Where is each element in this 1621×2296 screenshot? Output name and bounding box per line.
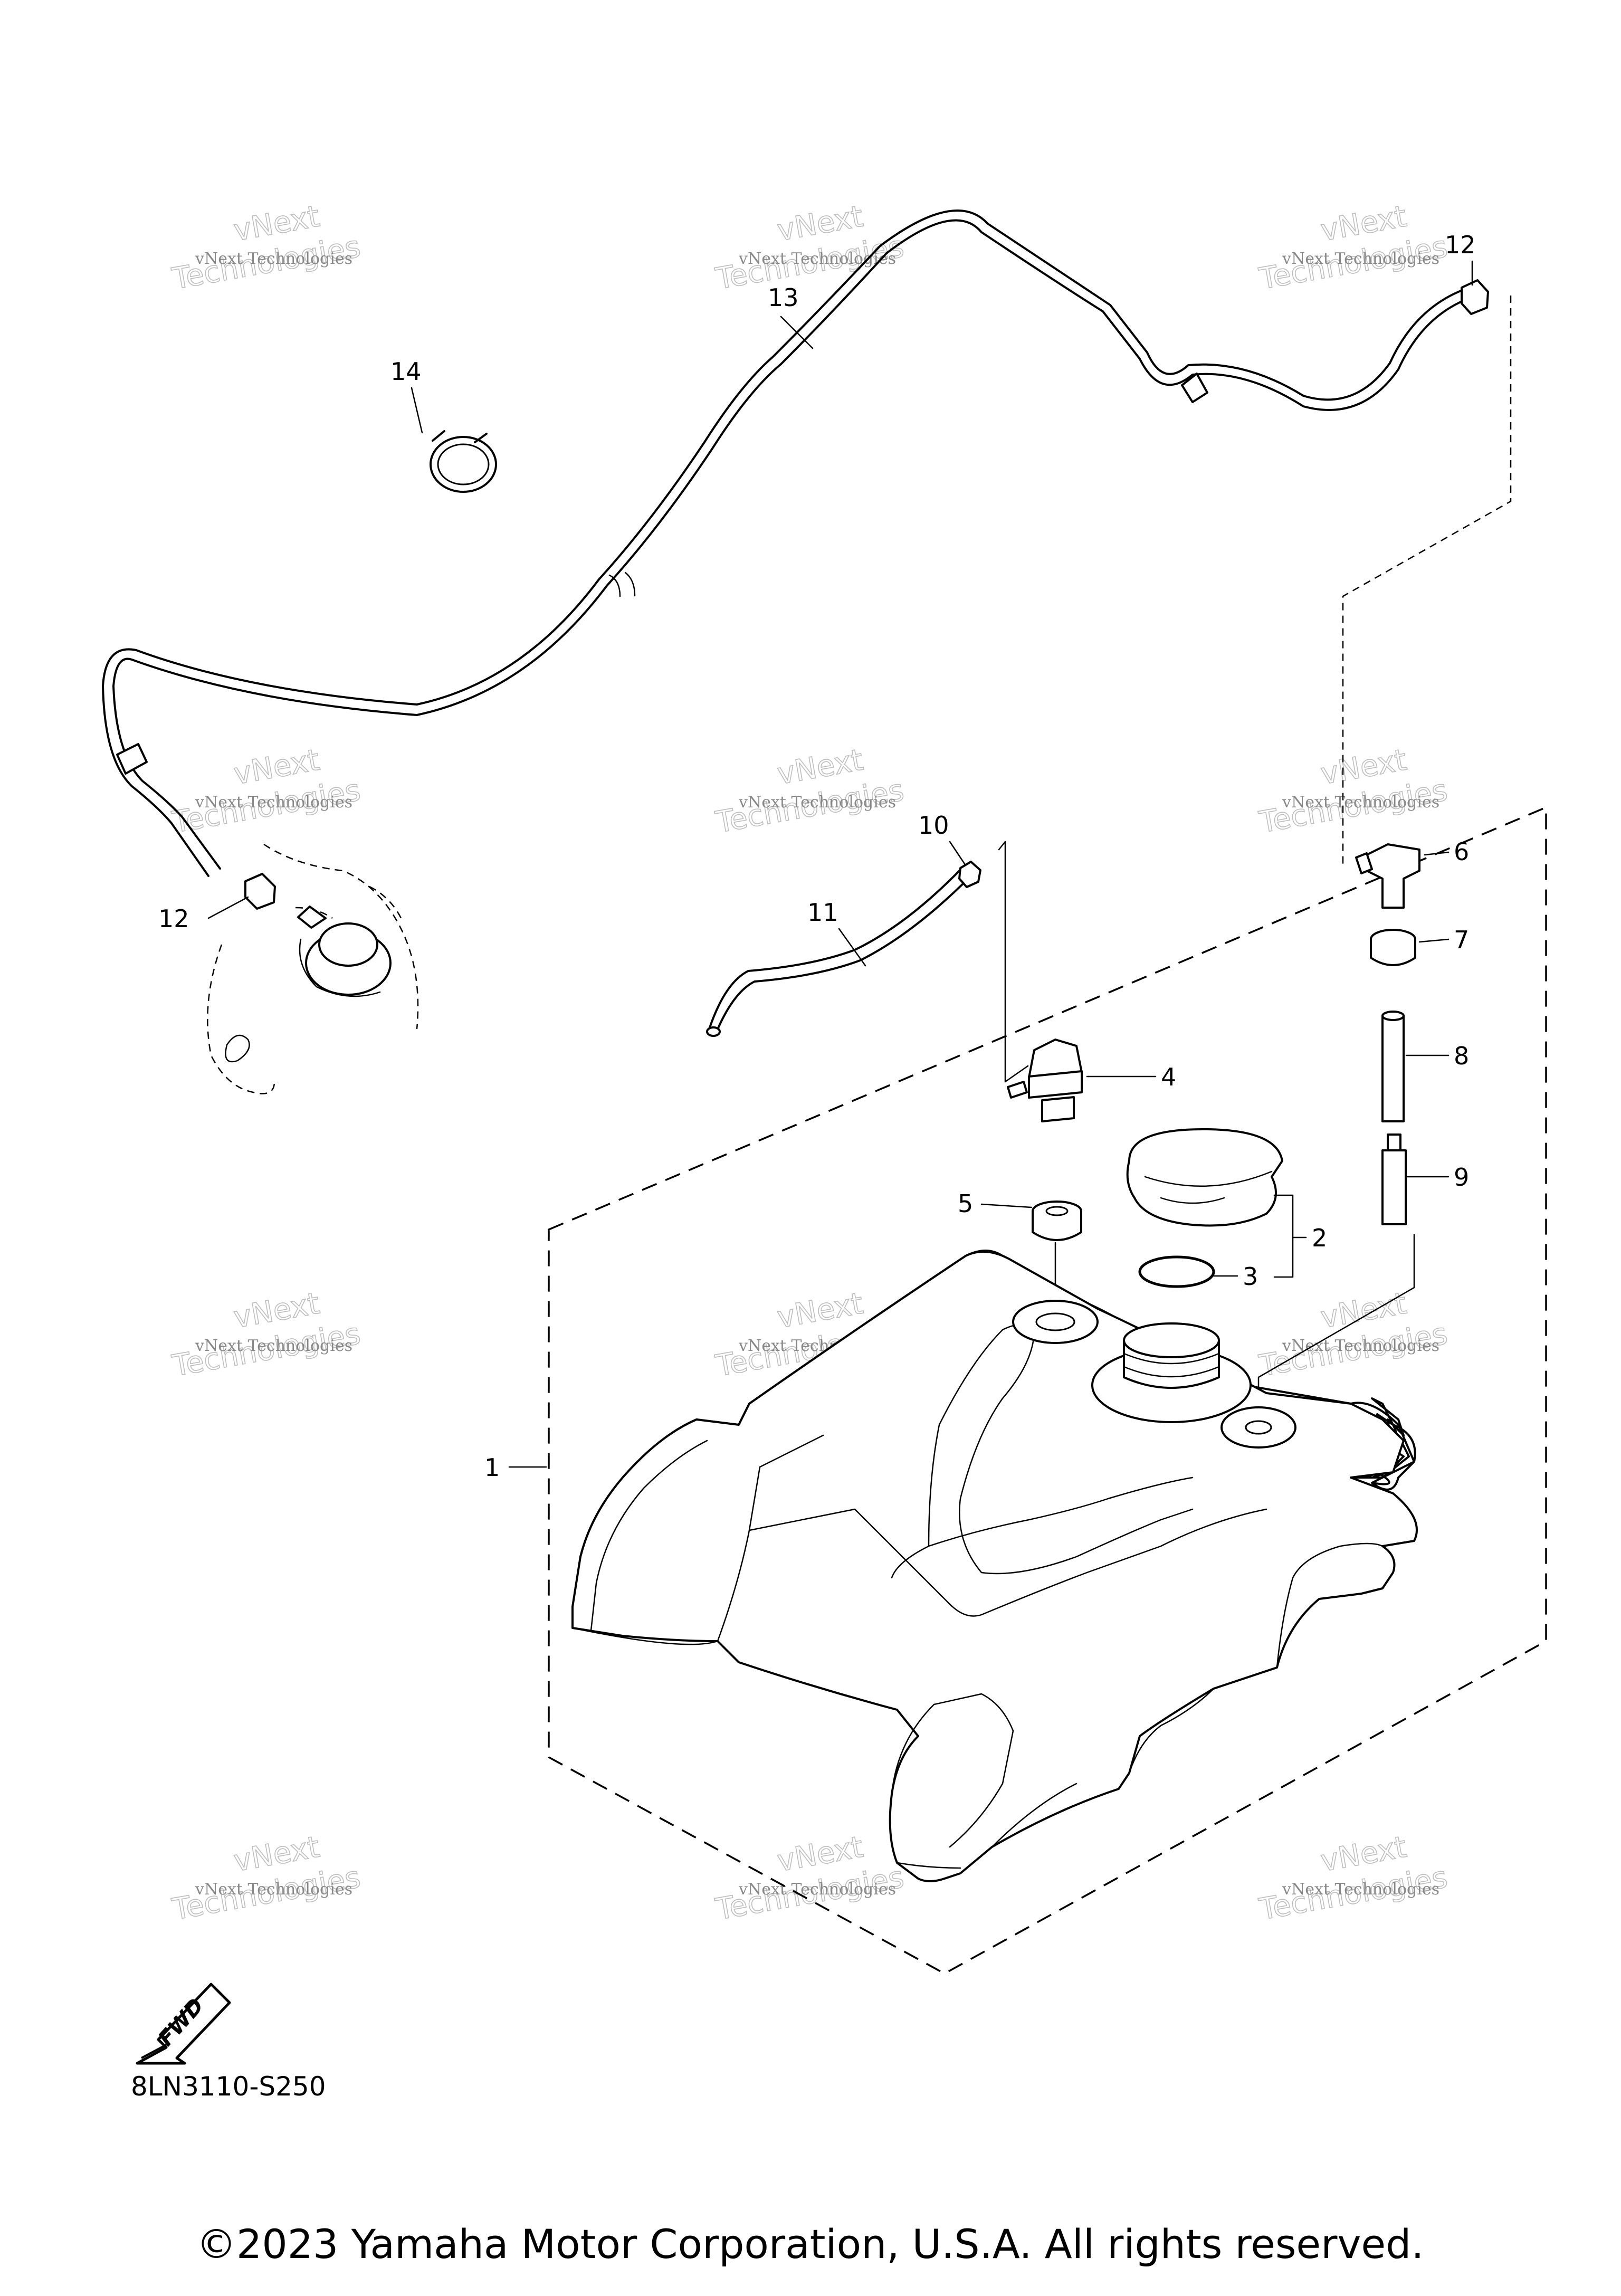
copyright-notice: ©2023 Yamaha Motor Corporation, U.S.A. A…: [196, 2221, 1424, 2268]
callout-3: 3: [1243, 1262, 1258, 1291]
svg-text:vNext Technologies: vNext Technologies: [195, 1880, 352, 1899]
o-ring-3: [1138, 1255, 1215, 1288]
svg-text:vNext Technologies: vNext Technologies: [195, 250, 352, 268]
leader-10-to-4: [998, 841, 1029, 1083]
callout-labels: 1 2 3 4 5 6 7 8 9 10 11 12 12 13 14: [158, 231, 1476, 1482]
callout-4: 4: [1161, 1063, 1176, 1091]
callout-11: 11: [807, 898, 838, 927]
breather-hose-11: [706, 865, 972, 1037]
svg-text:vNext Technologies: vNext Technologies: [738, 1880, 896, 1899]
rollover-valve-4: [1007, 1039, 1083, 1122]
callout-14: 14: [390, 357, 422, 386]
callout-10: 10: [918, 811, 949, 840]
callout-12-top: 12: [1445, 231, 1476, 259]
callout-13: 13: [768, 283, 799, 312]
grommet-7: [1370, 929, 1416, 966]
callout-12-left: 12: [158, 904, 189, 933]
callout-leaders: [207, 260, 1473, 1468]
clamp-10: [958, 861, 981, 888]
part-code: 8LN3110-S250: [131, 2071, 326, 2102]
engine-fitting-ghost: [207, 843, 419, 1094]
fwd-arrow-icon: FWD: [136, 1983, 231, 2065]
svg-text:vNext Technologies: vNext Technologies: [738, 250, 896, 268]
vent-hose-13-inner: [102, 209, 1475, 877]
clamp-12-top: [1461, 279, 1489, 315]
callout-8: 8: [1454, 1042, 1469, 1070]
hose-joint-13-left: [116, 743, 148, 775]
callout-5: 5: [958, 1189, 973, 1218]
callout-2: 2: [1312, 1224, 1327, 1252]
vent-hose-13: [112, 219, 1479, 870]
elbow-fitting-6: [1355, 843, 1420, 909]
fuel-tank-1: [571, 1250, 1418, 1882]
hose-break-marks: [608, 571, 636, 597]
svg-text:vNext Technologies: vNext Technologies: [738, 793, 896, 812]
svg-text:vNext Technologies: vNext Technologies: [195, 1337, 352, 1355]
svg-text:vNext Technologies: vNext Technologies: [1282, 250, 1439, 268]
callout-1: 1: [484, 1453, 500, 1482]
callout-7: 7: [1454, 926, 1469, 954]
hose-joint-13: [1181, 373, 1208, 403]
svg-text:vNext Technologies: vNext Technologies: [1282, 1880, 1439, 1899]
callout-6: 6: [1454, 837, 1469, 866]
grommet-5: [1032, 1201, 1082, 1241]
svg-text:vNext Technologies: vNext Technologies: [1282, 1337, 1439, 1355]
hose-8: [1381, 1011, 1405, 1122]
valve-9: [1381, 1133, 1407, 1225]
fuel-cap-2: [1126, 1128, 1283, 1227]
hose-clip-14: [430, 430, 497, 493]
leader-dashed-12-to-6: [1342, 296, 1512, 865]
svg-text:vNext Technologies: vNext Technologies: [195, 793, 352, 812]
assembly-outline-dashed: [548, 806, 1547, 1975]
callout-9: 9: [1454, 1163, 1469, 1192]
svg-text:vNext Technologies: vNext Technologies: [1282, 793, 1439, 812]
clamp-12-left: [244, 873, 276, 910]
